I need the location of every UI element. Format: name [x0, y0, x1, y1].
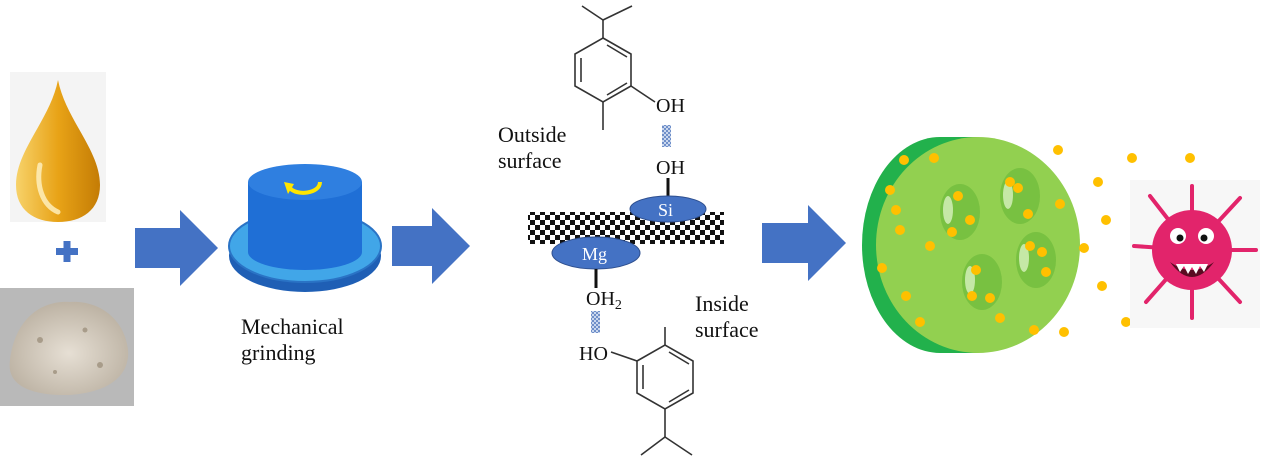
inside-label-line-2: surface: [695, 317, 759, 342]
oh-surface-label: OH: [656, 157, 685, 179]
hydrogen-bond-top: [662, 125, 671, 147]
capsule-icon: [862, 137, 1080, 353]
oil-droplets: [877, 145, 1195, 337]
oh2-label: OH2: [586, 288, 622, 313]
plus-icon: [56, 241, 78, 262]
inside-label-line-1: Inside: [695, 291, 749, 316]
flow-arrow-1: [135, 210, 218, 286]
rotation-arrow-icon: [284, 181, 322, 195]
outside-surface-label: Outside surface: [498, 122, 566, 174]
thymol-molecule-bottom-icon: [610, 327, 694, 456]
oh-top-label: OH: [656, 95, 685, 117]
powder-icon: [0, 288, 134, 406]
thymol-molecule-icon: [574, 5, 656, 130]
hydrogen-bond-bottom: [591, 311, 600, 333]
mg-label: Mg: [582, 244, 607, 264]
outside-label-line-1: Outside: [498, 122, 567, 147]
oil-drop-icon: [10, 72, 106, 222]
flow-arrow-3: [762, 205, 846, 281]
ho-bottom-label: HO: [579, 343, 608, 365]
grinding-label-line-2: grinding: [241, 340, 316, 365]
microbe-icon: [1130, 180, 1260, 328]
flow-arrow-2: [392, 208, 470, 284]
grinding-label-line-1: Mechanical: [241, 314, 344, 339]
si-site: [629, 195, 707, 223]
outside-label-line-2: surface: [498, 148, 562, 173]
si-label: Si: [658, 200, 673, 220]
grinding-label: Mechanical grinding: [241, 314, 344, 366]
inside-surface-label: Inside surface: [695, 291, 759, 343]
grinder-icon: [228, 164, 382, 292]
